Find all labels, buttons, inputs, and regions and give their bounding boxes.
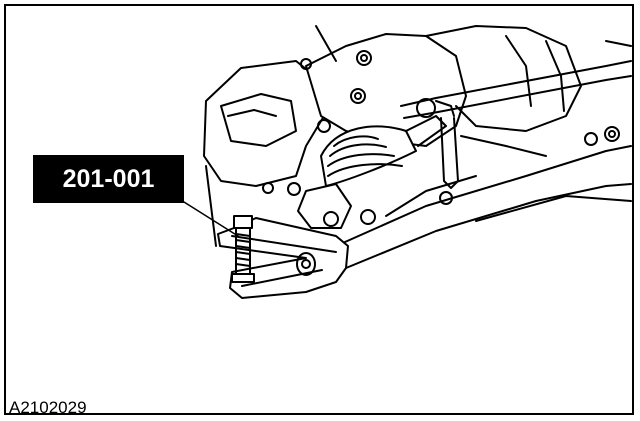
stabilizer-link [440,117,459,189]
lower-control-arm [335,145,632,247]
bolt-heads [262,50,620,225]
callout-leader [183,201,239,237]
figure-frame: 201-001 [4,4,634,415]
suspension-illustration [183,25,632,299]
ball-joint-separator-tool [217,215,349,299]
cv-joint-boot [320,115,447,187]
figure-id-label: A2102029 [9,398,87,417]
tool-number-callout: 201-001 [33,155,184,203]
brake-caliper [203,60,325,187]
